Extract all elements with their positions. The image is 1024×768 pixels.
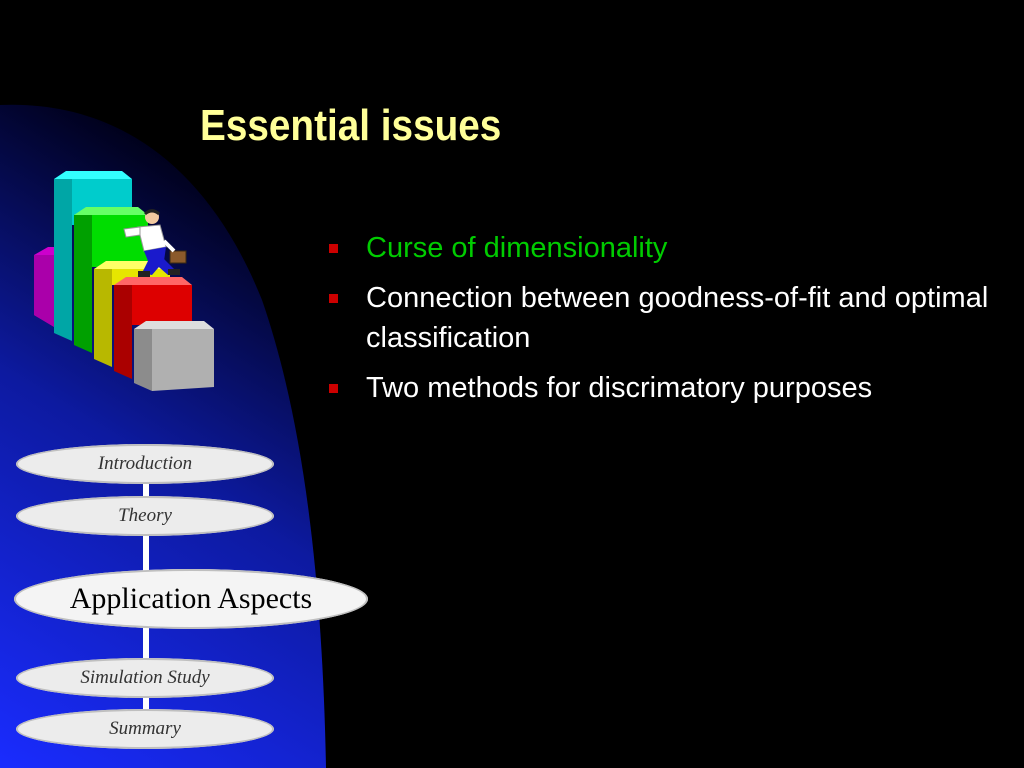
- bullet-text: Curse of dimensionality: [366, 232, 668, 264]
- nav-item-application-aspects[interactable]: Application Aspects: [14, 569, 368, 629]
- climbing-man: [123, 209, 187, 277]
- gray-block-top: [134, 321, 214, 329]
- green-block-front: [92, 215, 148, 267]
- climbing-steps-clipart: [34, 171, 214, 391]
- red-block-top: [114, 277, 192, 285]
- square-bullet-icon: [329, 244, 338, 253]
- nav-item-label: Introduction: [97, 453, 193, 474]
- green-block-side: [74, 215, 92, 353]
- square-bullet-icon: [329, 384, 338, 393]
- nav-item-label: Theory: [118, 505, 172, 526]
- cyan-block-side: [54, 179, 72, 341]
- gray-block-side: [134, 329, 152, 391]
- magenta-block-front: [34, 255, 54, 327]
- bullet-text: Connection between goodness-of-fit and o…: [366, 282, 989, 354]
- nav-item-label: Application Aspects: [69, 582, 313, 615]
- nav-item-theory[interactable]: Theory: [16, 496, 274, 536]
- bullet-item: Curse of dimensionality: [326, 228, 1006, 268]
- gray-block-front: [152, 329, 214, 391]
- yellow-block-side: [94, 269, 112, 367]
- red-block-front: [132, 285, 192, 325]
- slide-title: Essential issues: [200, 101, 502, 150]
- nav-item-summary[interactable]: Summary: [16, 709, 274, 749]
- bullet-item: Two methods for discrimatory purposes: [326, 368, 1006, 408]
- red-block-side: [114, 285, 132, 379]
- nav-item-simulation-study[interactable]: Simulation Study: [16, 658, 274, 698]
- nav-item-introduction[interactable]: Introduction: [16, 444, 274, 484]
- nav-item-label: Summary: [109, 718, 181, 739]
- bullet-text: Two methods for discrimatory purposes: [366, 372, 873, 404]
- cyan-block-top: [54, 171, 132, 179]
- square-bullet-icon: [329, 294, 338, 303]
- bullet-list: Curse of dimensionality Connection betwe…: [326, 228, 1006, 418]
- bullet-item: Connection between goodness-of-fit and o…: [326, 278, 1006, 358]
- green-block-top: [74, 207, 148, 215]
- nav-item-label: Simulation Study: [80, 667, 210, 688]
